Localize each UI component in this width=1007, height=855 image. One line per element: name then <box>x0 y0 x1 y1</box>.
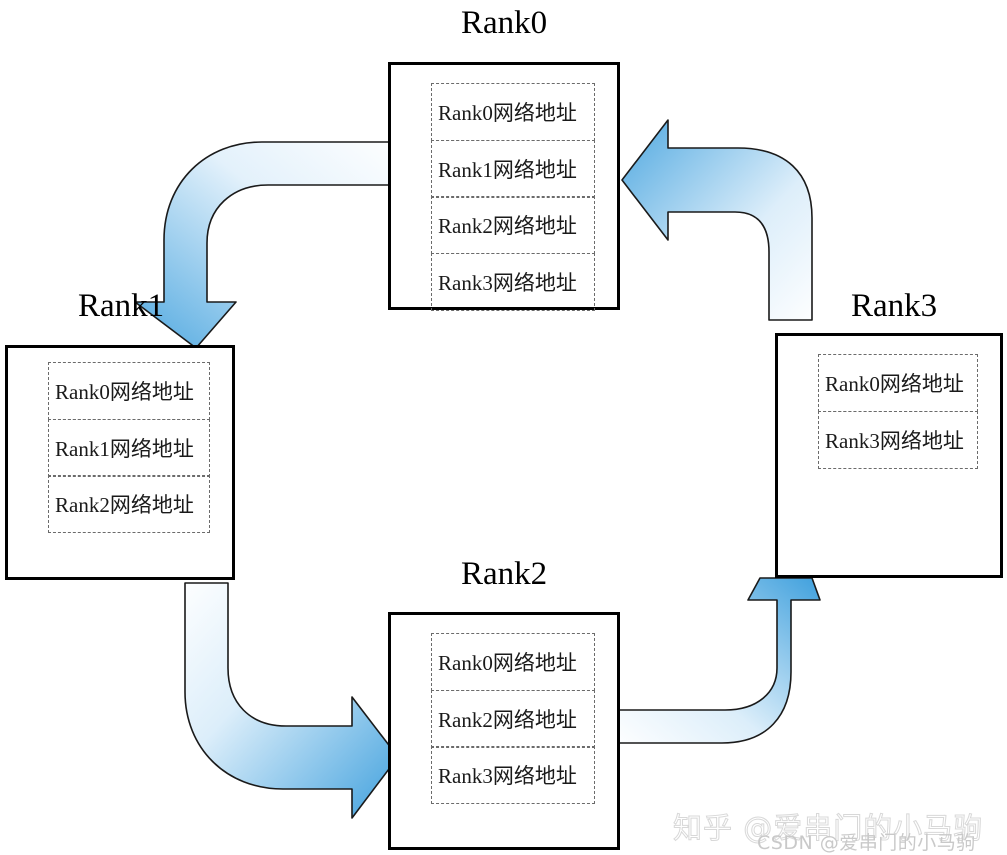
entry-item: Rank2网络地址 <box>431 689 595 748</box>
entry-stack-rank3: Rank0网络地址 Rank3网络地址 <box>818 354 978 469</box>
entry-stack-rank1: Rank0网络地址 Rank1网络地址 Rank2网络地址 <box>48 362 210 533</box>
entry-item: Rank1网络地址 <box>431 139 595 198</box>
node-title-rank1: Rank1 <box>78 288 165 324</box>
watermark-zhihu: 知乎 @爱串门的小马驹 <box>672 811 984 846</box>
node-title-rank3: Rank3 <box>851 288 938 324</box>
entry-item: Rank3网络地址 <box>431 746 595 804</box>
arrow-rank2-to-rank3 <box>617 577 821 744</box>
arrow-rank0-to-rank1 <box>134 141 393 349</box>
entry-stack-rank0: Rank0网络地址 Rank1网络地址 Rank2网络地址 Rank3网络地址 <box>431 83 595 311</box>
entry-item: Rank0网络地址 <box>818 354 978 412</box>
node-rank3[interactable]: Rank0网络地址 Rank3网络地址 <box>775 333 1003 578</box>
entry-item: Rank3网络地址 <box>431 252 595 311</box>
entry-item: Rank2网络地址 <box>431 196 595 254</box>
entry-stack-rank2: Rank0网络地址 Rank2网络地址 Rank3网络地址 <box>431 633 595 804</box>
watermark-csdn: CSDN @爱串门的小马驹 <box>757 832 976 854</box>
arrow-rank1-to-rank2 <box>184 582 399 819</box>
entry-item: Rank3网络地址 <box>818 410 978 469</box>
entry-item: Rank0网络地址 <box>431 83 595 141</box>
node-rank2[interactable]: Rank0网络地址 Rank2网络地址 Rank3网络地址 <box>388 612 620 850</box>
node-rank0[interactable]: Rank0网络地址 Rank1网络地址 Rank2网络地址 Rank3网络地址 <box>388 62 620 311</box>
entry-item: Rank0网络地址 <box>431 633 595 691</box>
entry-item: Rank1网络地址 <box>48 418 210 477</box>
node-rank1[interactable]: Rank0网络地址 Rank1网络地址 Rank2网络地址 <box>5 345 235 580</box>
entry-item: Rank0网络地址 <box>48 362 210 420</box>
entry-item: Rank2网络地址 <box>48 475 210 533</box>
node-title-rank0: Rank0 <box>461 5 548 41</box>
node-title-rank2: Rank2 <box>461 556 548 592</box>
arrow-rank3-to-rank0 <box>621 119 813 321</box>
